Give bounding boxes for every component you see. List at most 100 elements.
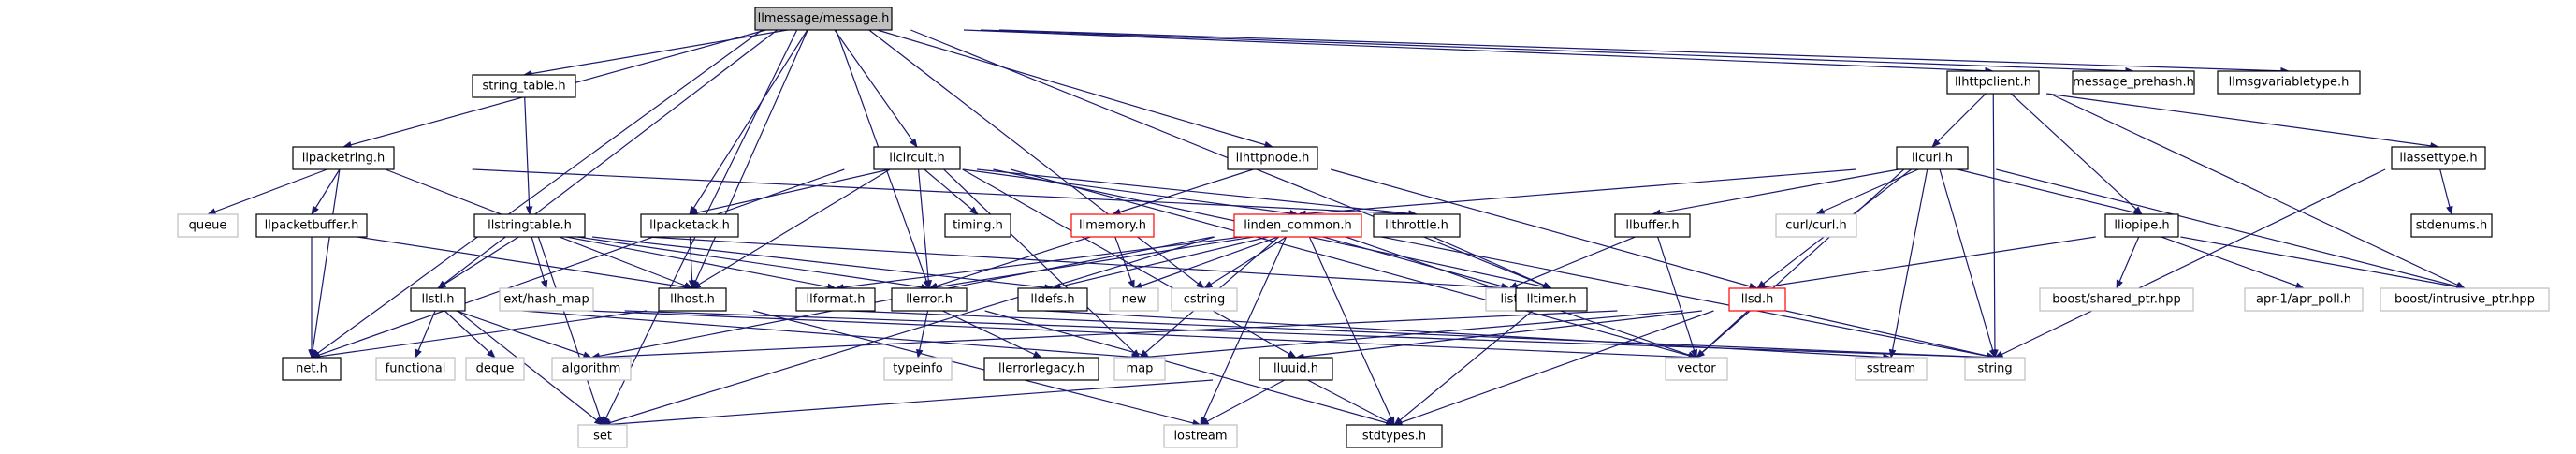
edge-llcircuit_h-to-map	[943, 168, 1141, 359]
node-box	[2104, 213, 2179, 238]
node-box	[983, 357, 1099, 381]
node-box	[873, 146, 961, 170]
node-label: message_prehash.h	[2073, 76, 2194, 90]
node-net-h[interactable]: net.h	[282, 357, 342, 381]
edge-lliopipe_h-to-boost_shared_ptr	[2116, 236, 2140, 289]
node-llthrottle-h[interactable]: llthrottle.h	[1373, 213, 1461, 238]
node-llcurl-h[interactable]: llcurl.h	[1896, 146, 1969, 170]
node-label: llsd.h	[1741, 293, 1774, 307]
edge-llcurl_h-to-boost_intrusive_ptr	[1996, 168, 2466, 290]
node-label: new	[1122, 293, 1147, 307]
node-llcircuit-h[interactable]: llcircuit.h	[873, 146, 961, 170]
node-box	[1346, 424, 1443, 448]
node-llpacketack-h[interactable]: llpacketack.h	[640, 213, 739, 238]
edge-llstl_h-to-functional	[415, 310, 436, 359]
node-map[interactable]: map	[1113, 357, 1166, 381]
node-llsd-h[interactable]: llsd.h	[1728, 287, 1786, 312]
edge-llmemory_h-to-new	[1114, 236, 1135, 289]
edge-linden_common_h-to-set	[602, 236, 1215, 427]
node-llmemory-h[interactable]: llmemory.h	[1070, 213, 1155, 238]
node-label: stdtypes.h	[1362, 430, 1426, 444]
node-deque[interactable]: deque	[465, 357, 525, 381]
node-lliopipe-h[interactable]: lliopipe.h	[2104, 213, 2179, 238]
node-linden-common-h[interactable]: linden_common.h	[1233, 213, 1362, 238]
node-vector[interactable]: vector	[1665, 357, 1728, 381]
node-functional[interactable]: functional	[375, 357, 456, 381]
node-stdenums-h[interactable]: stdenums.h	[2410, 213, 2493, 238]
node-llassettype-h[interactable]: llassettype.h	[2391, 146, 2486, 170]
node-llhost-h[interactable]: llhost.h	[658, 287, 727, 312]
node-llstl-h[interactable]: llstl.h	[410, 287, 466, 312]
node-set[interactable]: set	[577, 424, 628, 448]
node-queue[interactable]: queue	[177, 213, 239, 238]
node-boost-shared-ptr[interactable]: boost/shared_ptr.hpp	[2039, 287, 2194, 312]
edge-llcircuit_h-to-net_h	[311, 168, 845, 359]
node-label: llcurl.h	[1912, 152, 1953, 166]
edge-llerror_h-to-llerrorlegacy_h	[942, 310, 1042, 359]
node-label: lliopipe.h	[2114, 219, 2169, 233]
node-box	[1113, 357, 1166, 381]
edge-llcircuit_h-to-linden_common_h	[962, 168, 1299, 217]
edge-llstl_h-to-set	[457, 310, 604, 426]
edge-llhttpclient_h-to-boost_intrusive_ptr	[2049, 93, 2466, 289]
node-lluuid-h[interactable]: lluuid.h	[1259, 357, 1333, 381]
edge-llpacketring_h-to-queue	[207, 168, 327, 215]
node-string-table-h[interactable]: string_table.h	[472, 74, 576, 98]
node-box	[883, 357, 953, 381]
node-llstringtable-h[interactable]: llstringtable.h	[473, 213, 586, 238]
node-label: cstring	[1184, 293, 1225, 307]
node-llhttpclient-h[interactable]: llhttpclient.h	[1946, 70, 2040, 95]
node-box	[1171, 287, 1238, 312]
node-box	[640, 213, 739, 238]
edge-llpacketring_h-to-llthrottle_h	[472, 168, 1418, 218]
node-llmsgvariabletype-h[interactable]: llmsgvariabletype.h	[2217, 70, 2361, 95]
node-timing-h[interactable]: timing.h	[944, 213, 1011, 238]
node-label: llhost.h	[670, 293, 715, 307]
edge-llstringtable_h-to-llformat_h	[566, 236, 837, 291]
edge-string_table_h-to-llstringtable_h	[524, 96, 533, 215]
node-algorithm[interactable]: algorithm	[551, 357, 632, 381]
node-label: llpacketring.h	[302, 152, 386, 166]
node-box	[2072, 70, 2195, 95]
node-apr-poll-h[interactable]: apr-1/apr_poll.h	[2244, 287, 2364, 312]
edge-llstringtable_h-to-llerror_h	[577, 236, 930, 291]
node-llpacketbuffer-h[interactable]: llpacketbuffer.h	[255, 213, 368, 238]
node-box	[1163, 424, 1238, 448]
node-label: llmsgvariabletype.h	[2229, 76, 2350, 90]
edge-llhttpclient_h-to-llcurl_h	[1931, 93, 1987, 148]
node-new[interactable]: new	[1109, 287, 1159, 312]
node-label: llmessage/message.h	[758, 12, 890, 26]
node-label: curl/curl.h	[1785, 219, 1846, 233]
node-message-h[interactable]: llmessage/message.h	[754, 7, 893, 31]
edge-linden_common_h-to-lldefs_h	[1052, 236, 1269, 290]
node-box	[1614, 213, 1691, 238]
node-box	[465, 357, 525, 381]
node-sstream[interactable]: sstream	[1855, 357, 1928, 381]
node-curl-curl-h[interactable]: curl/curl.h	[1775, 213, 1857, 238]
node-boost-intrusive-ptr[interactable]: boost/intrusive_ptr.hpp	[2380, 287, 2550, 312]
edge-lliopipe_h-to-llsd_h	[1756, 236, 2096, 291]
edge-llassettype_h-to-string	[1994, 168, 2386, 359]
node-ext-hash-map[interactable]: ext/hash_map	[499, 287, 594, 312]
node-iostream[interactable]: iostream	[1163, 424, 1238, 448]
node-llformat-h[interactable]: llformat.h	[795, 287, 876, 312]
node-lltimer-h[interactable]: lltimer.h	[1515, 287, 1588, 312]
node-string[interactable]: string	[1964, 357, 2026, 381]
node-typeinfo[interactable]: typeinfo	[883, 357, 953, 381]
node-stdtypes-h[interactable]: stdtypes.h	[1346, 424, 1443, 448]
node-llerrorlegacy-h[interactable]: llerrorlegacy.h	[983, 357, 1099, 381]
node-cstring[interactable]: cstring	[1171, 287, 1238, 312]
node-llbuffer-h[interactable]: llbuffer.h	[1614, 213, 1691, 238]
node-lldefs-h[interactable]: lldefs.h	[1017, 287, 1088, 312]
node-message-prehash-h[interactable]: message_prehash.h	[2072, 70, 2195, 95]
edge-linden_common_h-to-string	[1381, 236, 1996, 360]
node-box	[2410, 213, 2493, 238]
node-llpacketring-h[interactable]: llpacketring.h	[292, 146, 395, 170]
node-llhttpnode-h[interactable]: llhttpnode.h	[1227, 146, 1318, 170]
edge-llcurl_h-to-sstream	[1888, 168, 1928, 359]
edge-llhost_h-to-iostream	[753, 310, 1201, 427]
edge-llsd_h-to-lluuid_h	[1295, 310, 1702, 360]
node-llerror-h[interactable]: llerror.h	[891, 287, 968, 312]
node-box	[177, 213, 239, 238]
edge-lluuid_h-to-iostream	[1200, 379, 1286, 426]
